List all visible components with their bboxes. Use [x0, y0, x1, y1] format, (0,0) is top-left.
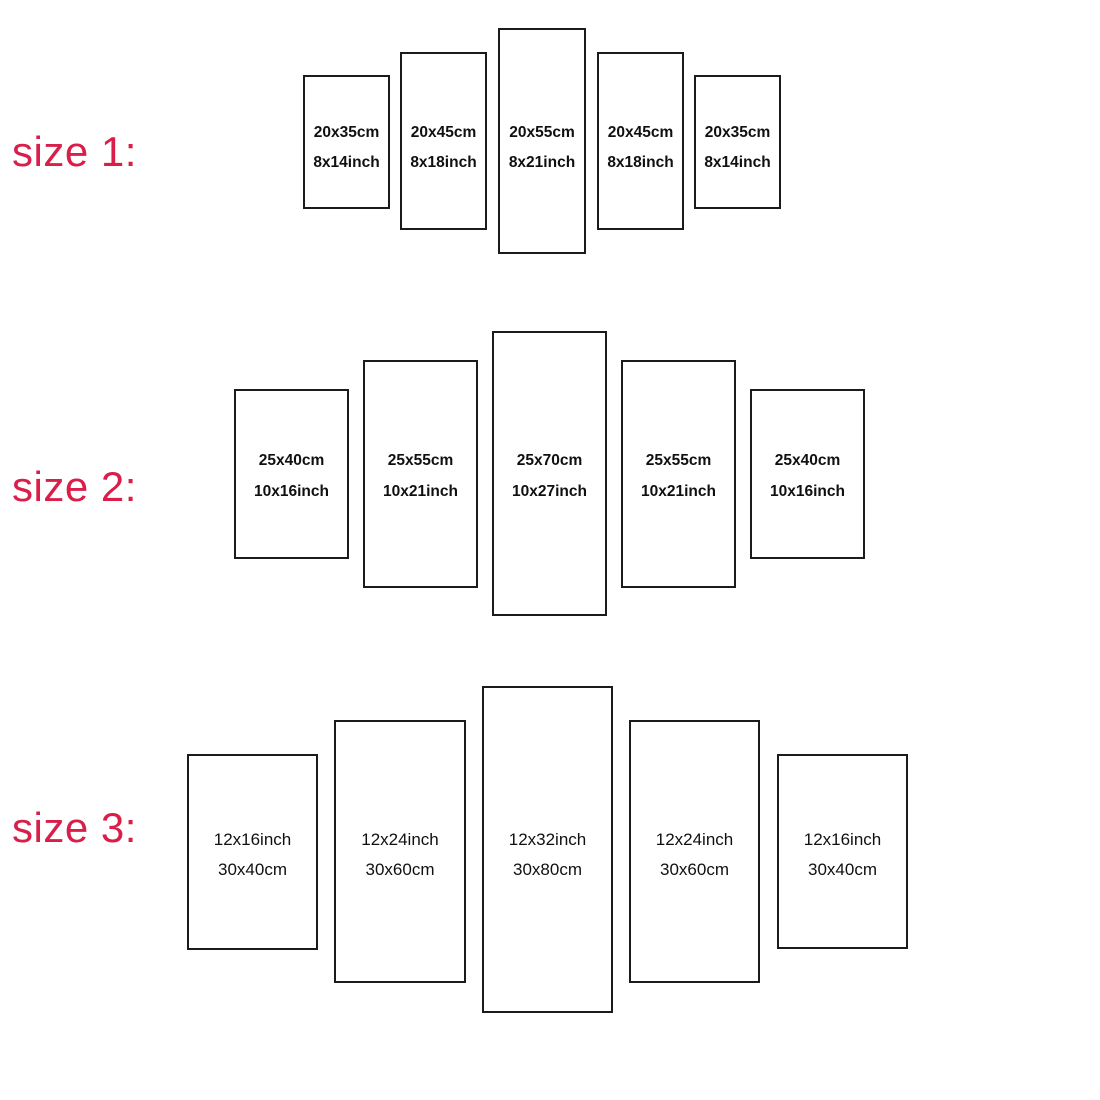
panel-size1-4[interactable]: 20x45cm 8x18inch — [597, 52, 684, 230]
panel-dimension-line-2: 10x21inch — [383, 483, 458, 500]
panel-dimension-line-1: 20x35cm — [704, 124, 771, 141]
panel-dimension-line-1: 20x45cm — [607, 124, 674, 141]
panel-dimension-line-2: 30x60cm — [365, 860, 435, 879]
panel-dimension-line-1: 25x40cm — [258, 452, 325, 469]
panel-dimension-line-2: 8x18inch — [607, 154, 674, 171]
panel-dimension-line-1: 12x16inch — [213, 830, 292, 849]
size-group-label-3: size 3: — [12, 804, 137, 851]
panel-dimension-line-2: 8x21inch — [508, 154, 576, 171]
panel-dimension-line-1: 20x55cm — [509, 124, 575, 141]
panel-dimension-line-1: 25x55cm — [387, 452, 454, 469]
panel-dimension-line-2: 10x16inch — [770, 483, 845, 500]
panel-dimension-line-2: 8x14inch — [313, 154, 380, 171]
panel-size1-5[interactable]: 20x35cm 8x14inch — [694, 75, 781, 209]
size-group-label-1: size 1: — [12, 128, 137, 175]
panel-dimension-line-2: 10x21inch — [641, 483, 716, 500]
panel-size1-3[interactable]: 20x55cm 8x21inch — [498, 28, 586, 254]
panel-size2-4[interactable]: 25x55cm 10x21inch — [621, 360, 736, 588]
panel-size2-3[interactable]: 25x70cm 10x27inch — [492, 331, 607, 616]
panel-dimension-line-1: 12x24inch — [361, 830, 439, 849]
panel-dimension-line-1: 25x55cm — [645, 452, 712, 469]
panel-dimension-line-1: 20x35cm — [313, 124, 380, 141]
panel-dimension-line-1: 12x16inch — [803, 830, 882, 849]
panel-dimension-line-2: 30x40cm — [808, 860, 877, 879]
panel-dimension-line-1: 25x40cm — [774, 452, 841, 469]
panel-dimension-line-1: 25x70cm — [516, 452, 583, 469]
panel-dimension-line-2: 8x14inch — [704, 154, 771, 171]
panel-dimension-line-1: 12x24inch — [655, 830, 734, 849]
panel-size2-5[interactable]: 25x40cm 10x16inch — [750, 389, 865, 559]
panel-dimension-line-2: 8x18inch — [410, 154, 477, 171]
panel-size2-2[interactable]: 25x55cm 10x21inch — [363, 360, 478, 588]
panel-dimension-line-1: 12x32inch — [508, 830, 587, 849]
panel-dimension-line-2: 10x27inch — [512, 483, 587, 500]
panel-dimension-line-2: 30x80cm — [513, 860, 582, 879]
panel-size1-1[interactable]: 20x35cm 8x14inch — [303, 75, 390, 209]
panel-dimension-line-2: 10x16inch — [254, 483, 329, 500]
panel-size3-1[interactable]: 12x16inch 30x40cm — [187, 754, 318, 950]
panel-size3-3[interactable]: 12x32inch 30x80cm — [482, 686, 613, 1013]
panel-dimension-line-2: 30x60cm — [660, 860, 729, 879]
panel-size2-1[interactable]: 25x40cm 10x16inch — [234, 389, 349, 559]
panel-dimension-line-1: 20x45cm — [410, 124, 477, 141]
panel-dimension-line-2: 30x40cm — [218, 860, 287, 879]
panel-size3-5[interactable]: 12x16inch 30x40cm — [777, 754, 908, 949]
panel-size3-2[interactable]: 12x24inch 30x60cm — [334, 720, 466, 983]
panel-size1-2[interactable]: 20x45cm 8x18inch — [400, 52, 487, 230]
size-group-label-2: size 2: — [12, 463, 137, 510]
panel-size3-4[interactable]: 12x24inch 30x60cm — [629, 720, 760, 983]
